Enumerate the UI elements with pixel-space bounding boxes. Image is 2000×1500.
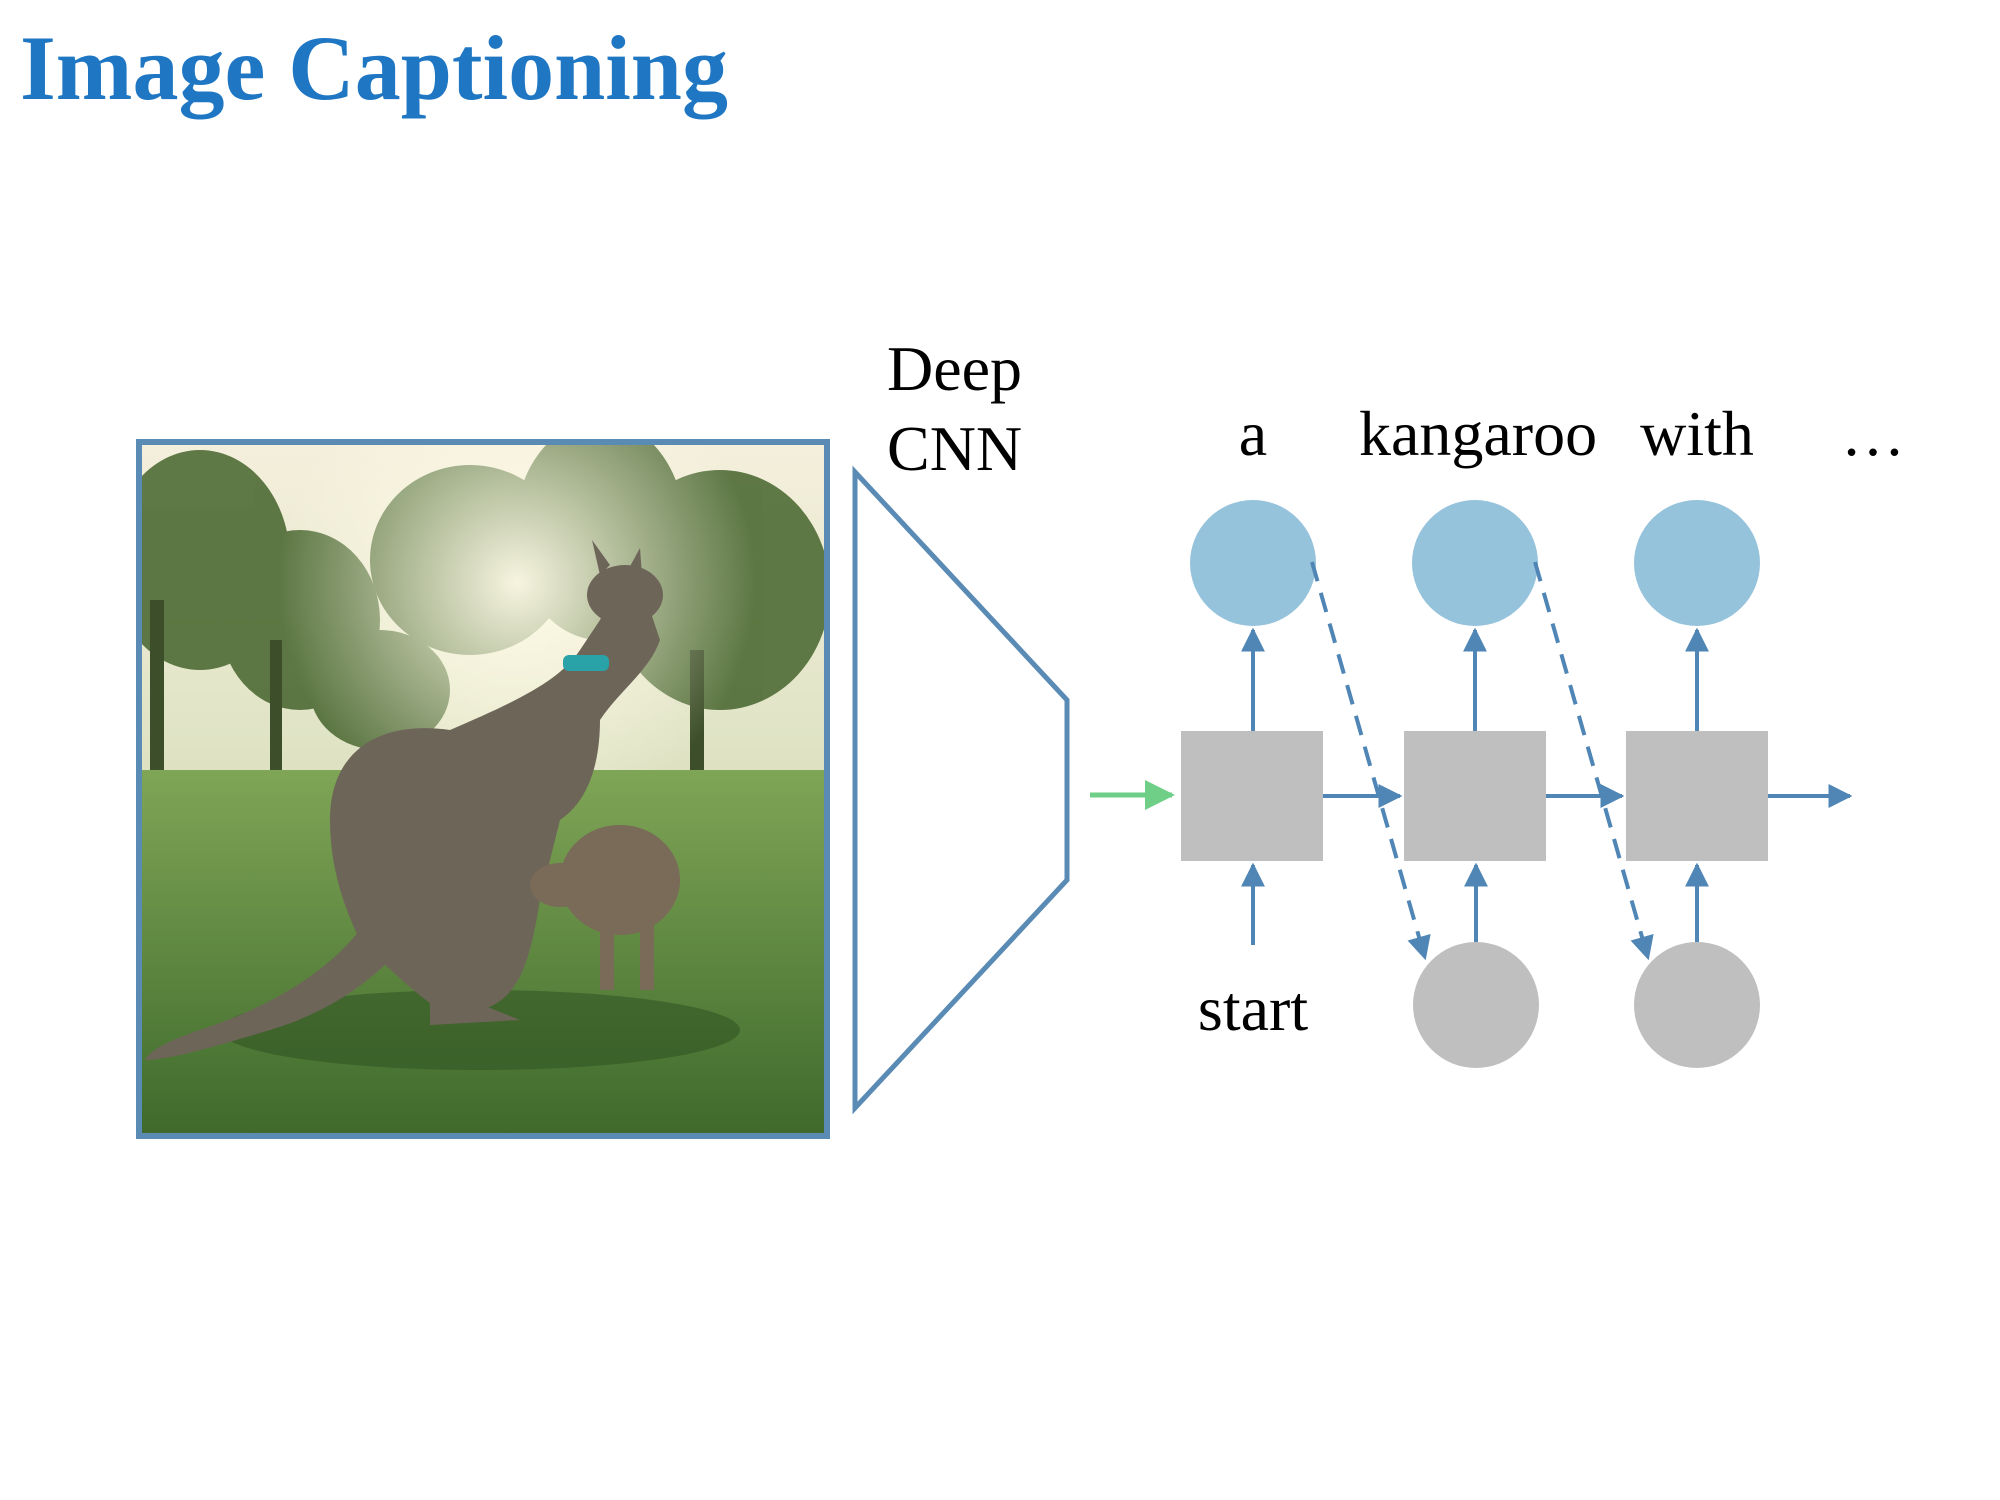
cnn-label-cnn: CNN <box>887 413 1022 484</box>
output-word-3: with <box>1640 398 1754 469</box>
photo-frame <box>136 439 830 1139</box>
kangaroo-photo <box>142 445 824 1133</box>
output-node-2 <box>1412 500 1538 626</box>
output-word-ellipsis: … <box>1841 398 1905 469</box>
input-node-3 <box>1634 942 1760 1068</box>
input-node-2 <box>1413 942 1539 1068</box>
hidden-state-1 <box>1181 731 1323 861</box>
arrow-feedback-1 <box>1310 561 1431 961</box>
arrow-feedback-2 <box>1533 561 1654 961</box>
page-title: Image Captioning <box>20 17 728 119</box>
output-node-3 <box>1634 500 1760 626</box>
output-word-1: a <box>1239 398 1267 469</box>
cnn-label-deep: Deep <box>887 333 1022 404</box>
output-word-2: kangaroo <box>1359 398 1597 469</box>
input-word-start: start <box>1198 973 1308 1044</box>
output-node-1 <box>1190 500 1316 626</box>
hidden-state-3 <box>1626 731 1768 861</box>
cnn-trapezoid <box>852 465 1070 1115</box>
hidden-state-2 <box>1404 731 1546 861</box>
